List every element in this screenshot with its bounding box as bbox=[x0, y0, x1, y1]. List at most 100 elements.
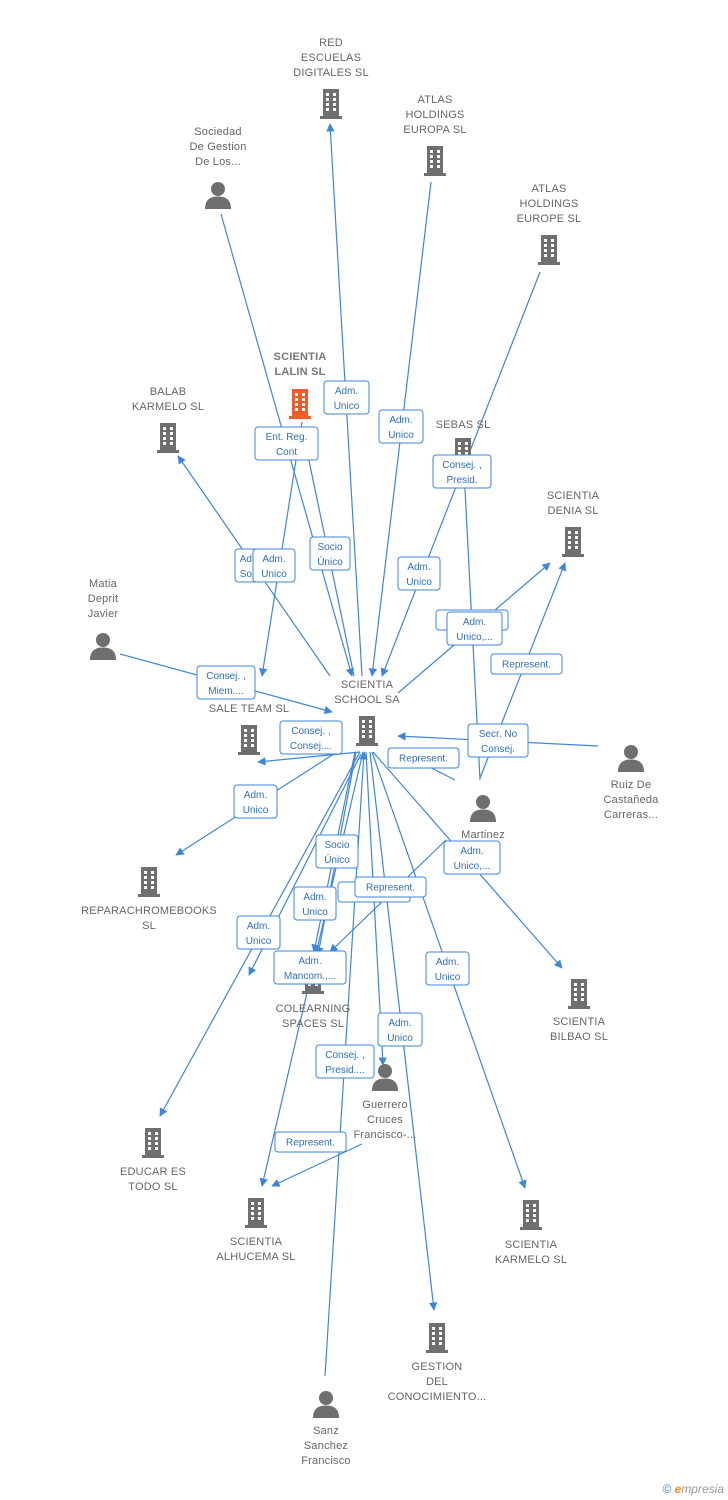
edge-label-box bbox=[233, 784, 278, 819]
node-label-line: DIGITALES SL bbox=[293, 67, 369, 79]
edge-label-box bbox=[309, 536, 351, 571]
relationship-edge-17 bbox=[257, 751, 361, 766]
node-label-line: SCIENTIA bbox=[341, 679, 394, 691]
edge-label-3[interactable]: Adm.Unico bbox=[378, 409, 424, 444]
edge-label-27[interactable]: Represent. bbox=[274, 1131, 347, 1153]
edge-label-24[interactable]: Adm.Unico bbox=[425, 951, 470, 986]
node-label-line: De Gestion bbox=[189, 141, 246, 153]
node-label-line: LALIN SL bbox=[274, 366, 325, 378]
node-label-line: SCIENTIA bbox=[553, 1016, 606, 1028]
edge-label-15[interactable]: Represent. bbox=[387, 747, 460, 769]
edge-label-text: Consej. , bbox=[291, 726, 330, 737]
copyright-symbol: © bbox=[662, 1482, 672, 1496]
building-icon bbox=[424, 146, 446, 176]
edge-label-10[interactable]: Adm.Unico,... bbox=[446, 611, 503, 646]
edge-label-text: Unico bbox=[302, 907, 328, 918]
edge-label-6[interactable]: Adm.Unico bbox=[252, 548, 296, 583]
building-icon bbox=[426, 1323, 448, 1353]
node-label: SALE TEAM SL bbox=[209, 703, 289, 715]
node-label: SCIENTIA SCHOOL SA bbox=[334, 679, 400, 706]
node-label-line: SEBAS SL bbox=[436, 419, 491, 431]
edge-label-16[interactable]: Adm.Unico bbox=[233, 784, 278, 819]
edge-label-text: Unico bbox=[406, 577, 432, 588]
edge-label-box bbox=[443, 840, 501, 875]
building-icon bbox=[245, 1198, 267, 1228]
node-label-line: COLEARNING bbox=[276, 1003, 351, 1015]
edge-label-text: Unico,... bbox=[456, 632, 493, 643]
edge-label-4[interactable]: Consej. ,Presid. bbox=[432, 454, 492, 489]
edge-label-19[interactable]: Adm.Unico bbox=[293, 886, 337, 921]
edge-label-11[interactable]: Represent. bbox=[490, 653, 563, 675]
edge-label-text: Ent. Reg. bbox=[266, 432, 308, 443]
edge-label-text: Adm. bbox=[247, 921, 270, 932]
edge-label-21[interactable]: Represent. bbox=[354, 876, 427, 898]
edge-label-box bbox=[323, 380, 370, 415]
edge-label-text: Unico bbox=[261, 569, 287, 580]
edge-label-box bbox=[467, 723, 529, 758]
edge-label-text: Cont bbox=[276, 447, 297, 458]
edge-label-17[interactable]: Adm.Unico,... bbox=[443, 840, 501, 875]
edge-label-25[interactable]: Adm.Unico bbox=[377, 1012, 423, 1047]
edge-label-text: Presid. bbox=[446, 475, 477, 486]
edge-label-26[interactable]: Consej. ,Presid.... bbox=[315, 1044, 375, 1079]
node-sebas[interactable]: SEBAS SL bbox=[436, 419, 491, 468]
building-icon bbox=[538, 235, 560, 265]
node-label-line: EDUCAR ES bbox=[120, 1166, 186, 1178]
edge-label-text: Adm. bbox=[298, 956, 321, 967]
edge-label-23[interactable]: Adm.Mancom.,... bbox=[273, 950, 347, 985]
edge-label-box bbox=[354, 876, 427, 898]
node-label-line: BALAB bbox=[150, 386, 186, 398]
node-label-line: Sociedad bbox=[194, 126, 241, 138]
building-icon bbox=[138, 867, 160, 897]
edge-label-box bbox=[254, 426, 319, 461]
node-school[interactable]: SCIENTIA SCHOOL SA bbox=[334, 679, 400, 746]
node-label-line: ATLAS bbox=[417, 94, 452, 106]
building-icon bbox=[562, 527, 584, 557]
edge-label-text: Unico bbox=[435, 972, 461, 983]
edge-label-8[interactable]: Adm.Unico bbox=[397, 556, 441, 591]
node-label-line: SCHOOL SA bbox=[334, 694, 400, 706]
edge-label-text: Unico bbox=[243, 805, 269, 816]
edge-label-text: So... bbox=[240, 569, 261, 580]
edge-label-2[interactable]: Ent. Reg. Cont bbox=[254, 426, 319, 461]
edge-label-text: Represent. bbox=[399, 754, 448, 765]
node-sale[interactable]: SALE TEAM SL bbox=[209, 703, 289, 755]
node-label: SEBAS SL bbox=[436, 419, 491, 431]
edge-label-1[interactable]: Adm.Unico bbox=[323, 380, 370, 415]
edge-label-12[interactable]: Consej. ,Miem.... bbox=[196, 665, 256, 700]
edge-label-13[interactable]: Consej. ,Consej.... bbox=[279, 720, 343, 755]
node-label-line: Francisco-... bbox=[353, 1129, 416, 1141]
edge-label-text: Único bbox=[317, 555, 343, 568]
node-label-line: KARMELO SL bbox=[495, 1254, 567, 1266]
relationship-edge-26 bbox=[271, 1143, 363, 1187]
edge-label-22[interactable]: Adm.Unico bbox=[236, 915, 281, 950]
